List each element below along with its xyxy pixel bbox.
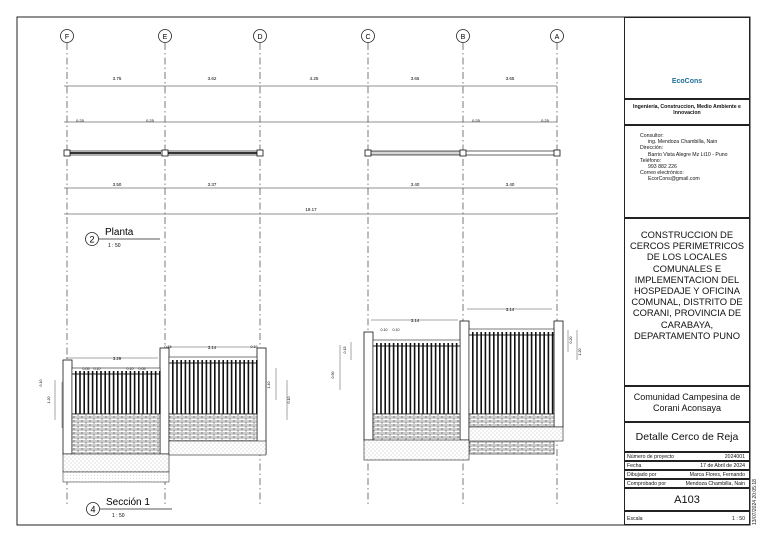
logo-box: EcoCons [624,17,750,99]
grid-label: D [257,34,262,41]
company-name: Ingeniería, Construccion, Medio Ambiente… [633,104,741,117]
company-box: Ingeniería, Construccion, Medio Ambiente… [624,99,750,125]
plan-top-dim: 3.62 [208,76,217,81]
svg-text:0.10: 0.10 [94,367,101,371]
contact-box: Consultor: ing. Mendoza Chambilla, Nain … [624,125,750,218]
row-value: Marca Flores, Fernando [689,472,745,478]
row-drawn-by: Dibujado por Marca Flores, Fernando [624,470,750,479]
sheet-title: Detalle Cerco de Reja [635,431,739,443]
plan-bottom-dim: 3.40 [411,182,420,187]
section-view-scale: 1 : 50 [112,513,125,519]
plan-bottom-dim: 3.40 [506,182,515,187]
sheet-number-box: A103 [624,488,750,511]
sheet-border [16,16,751,526]
svg-text:0.15: 0.15 [343,347,347,354]
plan-side-dim: 0.25 [541,118,550,123]
grid-label: B [461,34,466,41]
row-checked-by: Comprobado por Mendoza Chambilla, Nain [624,479,750,488]
svg-text:0.15: 0.15 [251,345,258,349]
timestamp-box: 13/07/2024 20:05:18 [752,455,766,525]
svg-text:0.10: 0.10 [393,328,400,332]
section-labels: 3.29 3.14 3.14 3.14 0.05 0.10 0.10 0.05 … [39,307,582,519]
direccion-label: Dirección: [640,145,664,152]
svg-text:0.05: 0.05 [83,367,90,371]
timestamp: 13/07/2024 20:05:18 [752,479,758,525]
consultor-label: Consultor: [640,133,664,139]
plan-side-dim: 0.25 [76,118,85,123]
plan-side-dim: 0.25 [146,118,155,123]
row-label: Número de proyecto [627,454,674,460]
row-label: Fecha [627,463,642,469]
section-top-dim: 3.29 [113,356,122,361]
logo-text: EcoCons [671,78,703,85]
svg-text:0.90: 0.90 [331,372,335,379]
section-view-title: Sección 1 [106,497,150,508]
plan-view-number: 2 [89,235,94,245]
svg-text:0.10: 0.10 [287,397,291,404]
section-view-number: 4 [90,505,95,515]
direccion-value: Barrio Vista Alegre Mz Lt10 - Puno [648,151,728,158]
svg-text:1.40: 1.40 [267,382,271,389]
project-title: CONSTRUCCION DE CERCOS PERIMETRICOS DE L… [629,229,745,341]
sheet-title-box: Detalle Cerco de Reja [624,422,750,452]
grid-label: F [65,34,69,41]
svg-text:1.20: 1.20 [578,349,582,356]
section-top-dim: 3.14 [506,307,515,312]
plan-top-dim: 4.25 [310,76,319,81]
grid-label: E [163,34,168,41]
plan-view-scale: 1 : 50 [108,243,121,249]
row-label: Dibujado por [627,472,657,478]
plan-side-dim: 0.25 [472,118,481,123]
svg-text:0.15: 0.15 [165,345,172,349]
correo-label: Correo electrónico: [640,170,684,177]
client-box: Comunidad Campesina de Corani Aconsaya [624,386,750,422]
plan-top-dim: 3.65 [411,76,420,81]
row-label: Comprobado por [627,481,666,487]
correo-value: EcorCons@gmail.com [648,176,700,183]
grid-label: A [555,34,560,41]
plan-view: 3.75 3.62 4.25 3.65 3.65 0.25 0.25 0.25 … [63,76,561,249]
scale-row: Escala 1 : 50 [624,511,750,525]
plan-total-dim: 19.17 [305,207,317,212]
section-top-dim: 3.14 [208,345,217,350]
plan-top-dim: 3.65 [506,76,515,81]
row-project-number: Número de proyecto 2024001 [624,452,750,461]
row-value: 2024001 [724,454,745,460]
section-top-dim: 3.14 [411,318,420,323]
row-date: Fecha 17 de Abril de 2024 [624,461,750,470]
project-title-box: CONSTRUCCION DE CERCOS PERIMETRICOS DE L… [624,218,750,386]
row-value: Mendoza Chambilla, Nain [685,481,745,487]
telefono-value: 993 882 226 [648,164,677,171]
plan-bottom-dim: 3.37 [208,182,217,187]
plan-bottom-dim: 3.50 [113,182,122,187]
svg-text:0.05: 0.05 [139,367,146,371]
svg-text:0.10: 0.10 [381,328,388,332]
plan-view-title: Planta [105,227,134,238]
client-name: Comunidad Campesina de Corani Aconsaya [633,392,741,413]
svg-text:1.20: 1.20 [47,397,51,404]
plan-top-dim: 3.75 [113,76,122,81]
grid-label: C [365,34,370,41]
svg-text:0.10: 0.10 [39,380,43,387]
consultor-value: ing. Mendoza Chambilla, Nain [648,139,718,146]
sheet-number: A103 [674,494,700,506]
row-value: 17 de Abril de 2024 [700,463,745,469]
telefono-label: Teléfono: [640,157,662,164]
scale-value: 1 : 50 [732,516,745,522]
scale-label: Escala [627,516,643,522]
svg-text:0.20: 0.20 [569,337,573,344]
svg-text:0.10: 0.10 [127,367,134,371]
section-view [54,308,578,483]
